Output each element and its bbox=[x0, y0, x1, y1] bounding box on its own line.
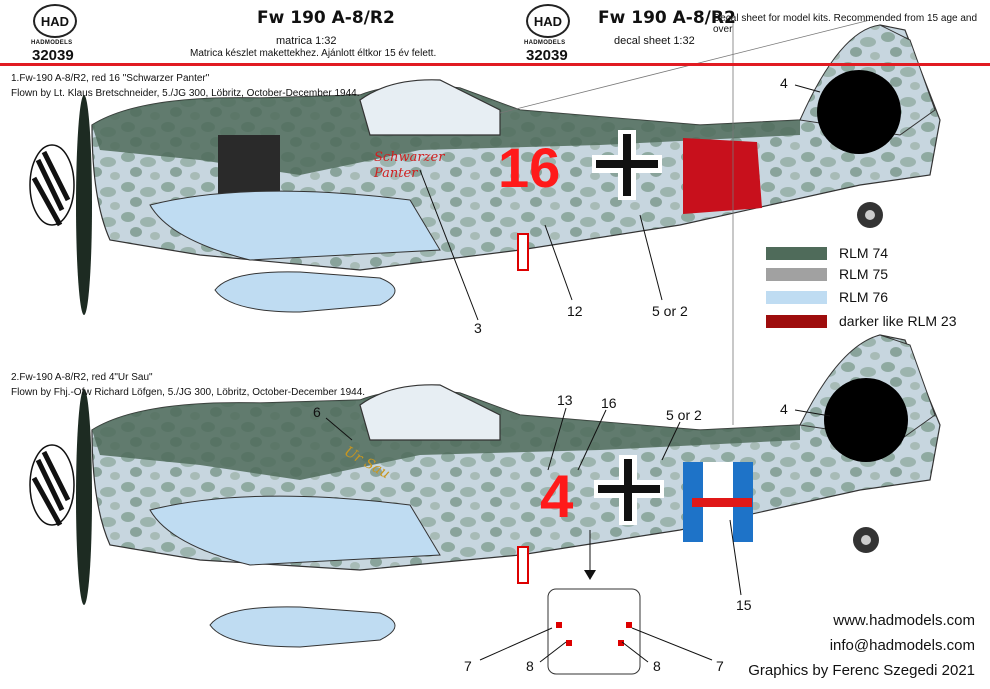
aircraft-1-number: 16 bbox=[498, 136, 561, 199]
canopy-1 bbox=[359, 79, 501, 136]
horizontal-bar-2 bbox=[692, 498, 752, 507]
callout-8-right: 8 bbox=[653, 658, 661, 674]
header-divider bbox=[0, 63, 990, 66]
callout-15: 15 bbox=[736, 597, 752, 613]
logo-text: HAD bbox=[40, 13, 70, 29]
swatch-rlm75 bbox=[766, 267, 827, 281]
balkenkreuz-2 bbox=[594, 455, 664, 525]
product-code-right: 32039 bbox=[526, 47, 568, 64]
scale-right: decal sheet 1:32 bbox=[614, 35, 695, 47]
logo-sub-right: HADMODELS bbox=[524, 40, 566, 46]
website-text: www.hadmodels.com bbox=[833, 612, 975, 629]
drop-tank-1 bbox=[214, 271, 396, 313]
wing-1 bbox=[149, 190, 441, 261]
aircraft-2-line1: 2.Fw-190 A-8/R2, red 4"Ur Sau" bbox=[11, 372, 153, 383]
callout-4-1: 4 bbox=[780, 75, 788, 91]
propeller-blade-2 bbox=[76, 389, 92, 605]
callout-4-2: 4 bbox=[780, 401, 788, 417]
logo-text-right: HAD bbox=[533, 13, 563, 29]
callout-6: 6 bbox=[313, 404, 321, 420]
aircraft-2-profile bbox=[29, 19, 941, 675]
canopy-2 bbox=[359, 384, 501, 441]
wing-2 bbox=[149, 495, 441, 566]
callout-3: 3 bbox=[474, 320, 482, 336]
balkenkreuz-1 bbox=[592, 130, 662, 200]
gear-door-marking-1 bbox=[517, 233, 529, 271]
credit-text: Graphics by Ferenc Szegedi 2021 bbox=[748, 662, 975, 679]
detail-panel bbox=[547, 588, 641, 675]
brand-logo-left: HAD bbox=[33, 4, 77, 38]
propeller-blade-1 bbox=[76, 95, 92, 315]
legend-row-rlm74: RLM 74 bbox=[766, 245, 888, 261]
note-left: Matrica készlet makettekhez. Ajánlott él… bbox=[190, 48, 437, 59]
legend-row-rlm23: darker like RLM 23 bbox=[766, 313, 957, 329]
aircraft-1-line1: 1.Fw-190 A-8/R2, red 16 "Schwarzer Pante… bbox=[11, 73, 210, 84]
spinner-spiral-1 bbox=[31, 150, 71, 227]
callout-5or2-1: 5 or 2 bbox=[652, 303, 688, 319]
swatch-rlm23 bbox=[766, 314, 827, 328]
fuselage-band-1 bbox=[683, 138, 762, 214]
legend-row-rlm75: RLM 75 bbox=[766, 266, 888, 282]
note-right: Decal sheet for model kits. Recommended … bbox=[713, 13, 978, 35]
aircraft-1-nose-art: Schwarzer Panter bbox=[374, 150, 445, 181]
gear-door-marking-2 bbox=[517, 546, 529, 584]
title-left: Fw 190 A-8/R2 bbox=[257, 8, 395, 28]
callout-16: 16 bbox=[601, 395, 617, 411]
aircraft-2-description: 2.Fw-190 A-8/R2, red 4"Ur Sau" Flown by … bbox=[11, 370, 365, 400]
aircraft-1-description: 1.Fw-190 A-8/R2, red 16 "Schwarzer Pante… bbox=[11, 71, 360, 101]
aircraft-2-number: 4 bbox=[540, 463, 574, 530]
swatch-rlm74 bbox=[766, 246, 827, 260]
brand-logo-right: HAD bbox=[526, 4, 570, 38]
legend-row-rlm76: RLM 76 bbox=[766, 289, 888, 305]
callout-8-left: 8 bbox=[526, 658, 534, 674]
aircraft-1-line2: Flown by Lt. Klaus Bretschneider, 5./JG … bbox=[11, 88, 360, 99]
aircraft-1-profile bbox=[29, 24, 941, 321]
legend-label-rlm74: RLM 74 bbox=[839, 245, 889, 261]
aircraft-2-line2: Flown by Fhj.-Ofw Richard Löfgen, 5./JG … bbox=[11, 387, 366, 398]
callout-7-right: 7 bbox=[716, 658, 724, 674]
tail-marking-area-2 bbox=[824, 378, 908, 462]
tail-marking-area-1 bbox=[817, 70, 901, 154]
legend-label-rlm23: darker like RLM 23 bbox=[839, 313, 957, 329]
spinner-spiral-2 bbox=[31, 450, 71, 527]
email-text: info@hadmodels.com bbox=[829, 637, 975, 654]
legend-label-rlm76: RLM 76 bbox=[839, 289, 889, 305]
drop-tank-2 bbox=[209, 606, 396, 648]
swatch-rlm76 bbox=[766, 290, 827, 304]
logo-sub-left: HADMODELS bbox=[31, 40, 73, 46]
callout-13: 13 bbox=[557, 392, 573, 408]
callout-5or2-2: 5 or 2 bbox=[666, 407, 702, 423]
product-code-left: 32039 bbox=[32, 47, 74, 64]
callout-7-left: 7 bbox=[464, 658, 472, 674]
scale-left: matrica 1:32 bbox=[276, 35, 337, 47]
title-right: Fw 190 A-8/R2 bbox=[598, 8, 736, 28]
callout-12: 12 bbox=[567, 303, 583, 319]
legend-label-rlm75: RLM 75 bbox=[839, 266, 889, 282]
